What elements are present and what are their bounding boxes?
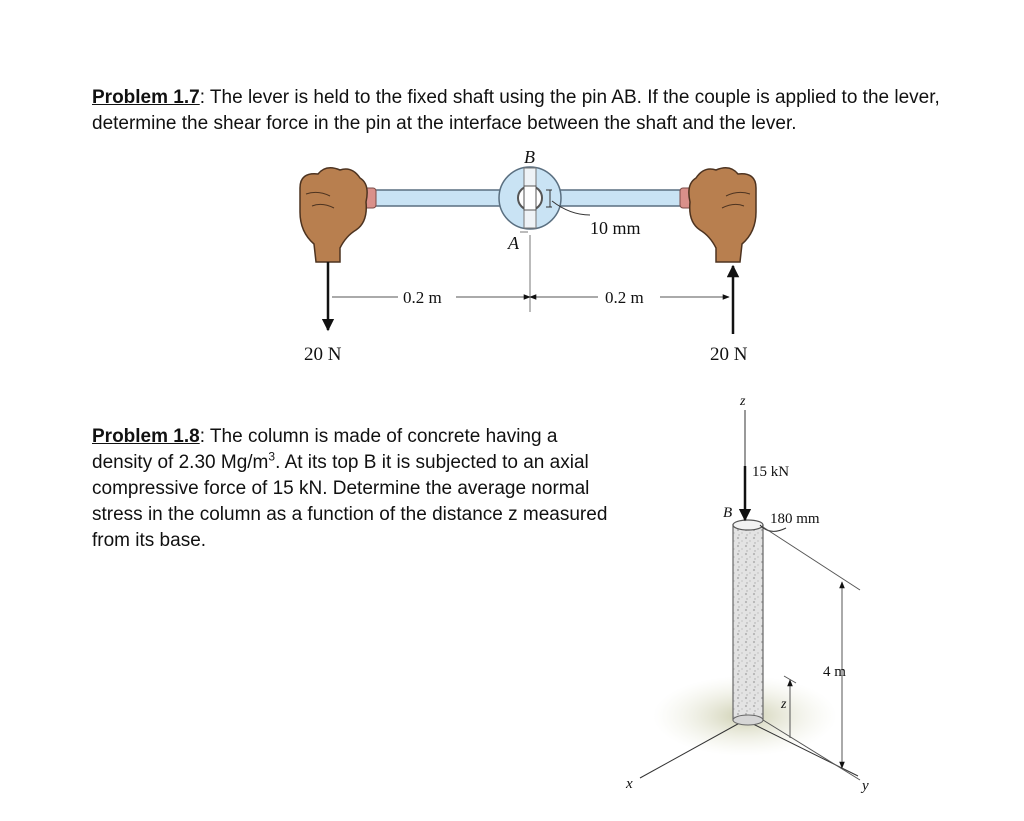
axis-x-label: x <box>625 776 633 792</box>
lever-figure: B A 10 mm 0.2 m 0.2 m 20 N 20 N <box>299 147 757 365</box>
right-arm-label: 0.2 m <box>605 288 644 307</box>
x-axis <box>639 719 746 779</box>
left-hand <box>299 167 368 263</box>
diameter-label: 180 mm <box>770 511 820 527</box>
right-force-label: 20 N <box>710 344 748 365</box>
label-a: A <box>507 233 520 253</box>
column-figure: z x y 15 kN B 180 mm 4 m z <box>625 394 869 794</box>
concrete-column <box>732 524 764 721</box>
label-b: B <box>524 147 535 167</box>
z-distance-label: z <box>780 697 787 712</box>
problem-1-7-title: Problem 1.7 <box>92 87 200 108</box>
left-arm-label: 0.2 m <box>403 288 442 307</box>
problem-1-8-superscript: 3 <box>268 449 276 464</box>
problem-1-7-body: : The lever is held to the fixed shaft u… <box>92 87 940 134</box>
height-label: 4 m <box>823 664 846 680</box>
problem-1-8-body-b: . At its top B it is subjected to an axi… <box>92 452 608 551</box>
left-force-label: 20 N <box>304 344 342 365</box>
axis-z-label: z <box>739 394 746 409</box>
problem-1-8-body-a: : The column is made of concrete having … <box>92 426 558 473</box>
problem-1-8-text: Problem 1.8: The column is made of concr… <box>92 424 612 554</box>
problem-1-8-title: Problem 1.8 <box>92 426 200 447</box>
problem-1-7-text: Problem 1.7: The lever is held to the fi… <box>92 85 972 137</box>
axis-y-label: y <box>860 778 869 794</box>
right-hand <box>688 167 757 263</box>
load-label: 15 kN <box>752 464 789 480</box>
point-b-label: B <box>723 505 732 521</box>
pin-diameter-label: 10 mm <box>590 218 641 238</box>
